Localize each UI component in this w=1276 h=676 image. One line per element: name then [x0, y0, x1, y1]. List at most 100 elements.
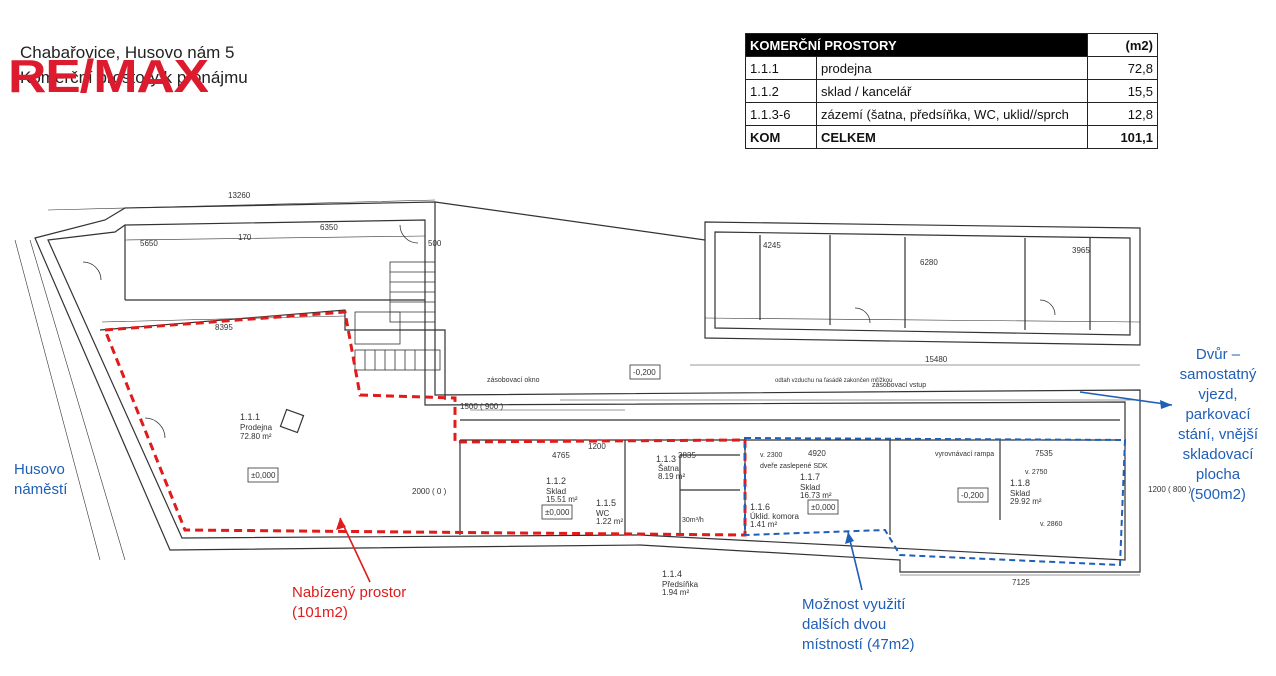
annotation-line: Husovo [14, 461, 65, 478]
dim-label: 4920 [808, 449, 826, 458]
annotation-line: náměstí [14, 481, 68, 498]
room-name-label: Šatna [658, 464, 679, 473]
area-table: KOMERČNÍ PROSTORY (m2) 1.1.1 prodejna 72… [745, 33, 1158, 149]
extra-annotation: Možnost využití dalších dvou místností (… [802, 595, 915, 655]
room-name-label: Sklad [1010, 489, 1030, 498]
plan-note: v. 2300 [760, 452, 783, 459]
room-name-label: Sklad [800, 483, 820, 492]
row-area: 12,8 [1087, 102, 1158, 126]
annotation-line: parkovací [1185, 406, 1251, 423]
room-id-label: 1.1.2 [546, 476, 566, 486]
row-code: 1.1.1 [745, 56, 817, 80]
header-subtitle: Komerční prostory k pronájmu [20, 68, 248, 87]
annotation-line: plocha [1195, 466, 1241, 483]
row-area: 72,8 [1087, 56, 1158, 80]
room-id-label: 1.1.4 [662, 569, 682, 579]
plan-note: v. 2860 [1040, 521, 1063, 528]
annotation-arrows [336, 391, 1173, 591]
area-table-unit: (m2) [1087, 33, 1158, 57]
annotation-line: skladovací [1182, 446, 1254, 463]
table-row: 1.1.3-6 zázemí (šatna, předsíňka, WC, uk… [745, 102, 1158, 126]
row-code: 1.1.3-6 [745, 102, 817, 126]
room-id-label: 1.1.3 [656, 454, 676, 464]
extra-area-outline [744, 436, 1127, 567]
room-area-label: 15.51 m² [546, 495, 578, 504]
plan-walls [14, 199, 1141, 576]
room-area-label: 16.73 m² [800, 491, 832, 500]
room-id-label: 1.1.1 [240, 412, 260, 422]
yard-annotation: Dvůr – samostatný vjezd, parkovací stání… [1168, 345, 1268, 505]
plan-note: vyrovnávací rampa [935, 451, 994, 458]
room-id-label: 1.1.6 [750, 502, 770, 512]
dim-label: 3835 [678, 451, 696, 460]
square-annotation: Husovo náměstí [14, 460, 67, 500]
total-code: KOM [745, 125, 817, 149]
annotation-line: dalších dvou [802, 616, 887, 633]
row-code: 1.1.2 [745, 79, 817, 103]
row-desc: zázemí (šatna, předsíňka, WC, uklid//spr… [816, 102, 1088, 126]
table-row: 1.1.1 prodejna 72,8 [745, 56, 1158, 80]
remax-logo-text: RE/MAX [8, 52, 208, 98]
dim-label: 4245 [763, 241, 781, 250]
level-label: -0,200 [961, 491, 984, 500]
dim-label: 6350 [320, 223, 338, 232]
dim-label: 8395 [215, 323, 233, 332]
annotation-line: stání, vnější [1177, 426, 1259, 443]
plan-note: v. 2750 [1025, 469, 1048, 476]
plan-note: 30m³/h [682, 517, 704, 524]
plan-note: zásobovací okno [487, 377, 540, 384]
offered-annotation: Nabízený prostor (101m2) [292, 583, 406, 623]
dim-label: 1500 ( 900 ) [460, 402, 503, 411]
row-area: 15,5 [1087, 79, 1158, 103]
annotation-line: Dvůr – [1195, 346, 1241, 363]
room-area-label: 1.94 m² [662, 588, 689, 597]
dim-label: 7125 [1012, 578, 1030, 587]
dim-label: 6280 [920, 258, 938, 267]
total-area: 101,1 [1087, 125, 1158, 149]
level-label: ±0,000 [811, 503, 836, 512]
room-name-label: WC [596, 509, 610, 518]
room-area-label: 72.80 m² [240, 432, 272, 441]
room-id-label: 1.1.5 [596, 498, 616, 508]
room-name-label: Sklad [546, 487, 566, 496]
page-header: Chabařovice, Husovo nám 5 Komerční prost… [20, 40, 248, 90]
row-desc: prodejna [816, 56, 1088, 80]
area-table-title: KOMERČNÍ PROSTORY [745, 33, 1088, 57]
dim-label: 3965 [1072, 246, 1090, 255]
room-id-label: 1.1.7 [800, 472, 820, 482]
header-address: Chabařovice, Husovo nám 5 [20, 43, 235, 62]
dim-label: 500 [428, 239, 442, 248]
level-label: ±0,000 [545, 508, 570, 517]
annotation-line: místností (47m2) [802, 636, 915, 653]
annotation-line: samostatný [1179, 366, 1257, 383]
level-label: ±0,000 [251, 471, 276, 480]
room-name-label: Předsíňka [662, 580, 699, 589]
room-name-label: Prodejna [240, 423, 273, 432]
dim-label: 4765 [552, 451, 570, 460]
offered-area-outline [102, 310, 747, 537]
plan-note: odtah vzduchu na fasádě zakončen mřížkou [775, 378, 892, 384]
dim-label: 170 [238, 233, 252, 242]
annotation-line: vjezd, [1198, 386, 1238, 403]
room-name-label: Úklid. komora [750, 512, 799, 521]
table-row: 1.1.2 sklad / kancelář 15,5 [745, 79, 1158, 103]
plan-labels: 13260 5650 170 6350 500 8395 4765 1200 3… [140, 191, 1191, 597]
dim-label: 2000 ( 0 ) [412, 487, 447, 496]
dim-label: 13260 [228, 191, 251, 200]
annotation-line: Možnost využití [802, 596, 906, 613]
row-desc: sklad / kancelář [816, 79, 1088, 103]
table-total-row: KOM CELKEM 101,1 [745, 125, 1158, 149]
room-area-label: 1.22 m² [596, 517, 623, 526]
room-area-label: 1.41 m² [750, 520, 777, 529]
dim-label: 5650 [140, 239, 158, 248]
plan-note: dveře zaslepené SDK [760, 463, 828, 470]
level-label: -0,200 [633, 368, 656, 377]
floor-plan: 13260 5650 170 6350 500 8395 4765 1200 3… [14, 191, 1191, 597]
dim-label: 7535 [1035, 449, 1053, 458]
remax-logo: RE/MAX [8, 52, 208, 98]
plan-note: zásobovací vstup [872, 382, 926, 389]
dim-label: 1200 ( 800 ) [1148, 485, 1191, 494]
room-area-label: 8.19 m² [658, 472, 685, 481]
dim-label: 15480 [925, 355, 948, 364]
annotation-line: Nabízený prostor [292, 584, 407, 601]
